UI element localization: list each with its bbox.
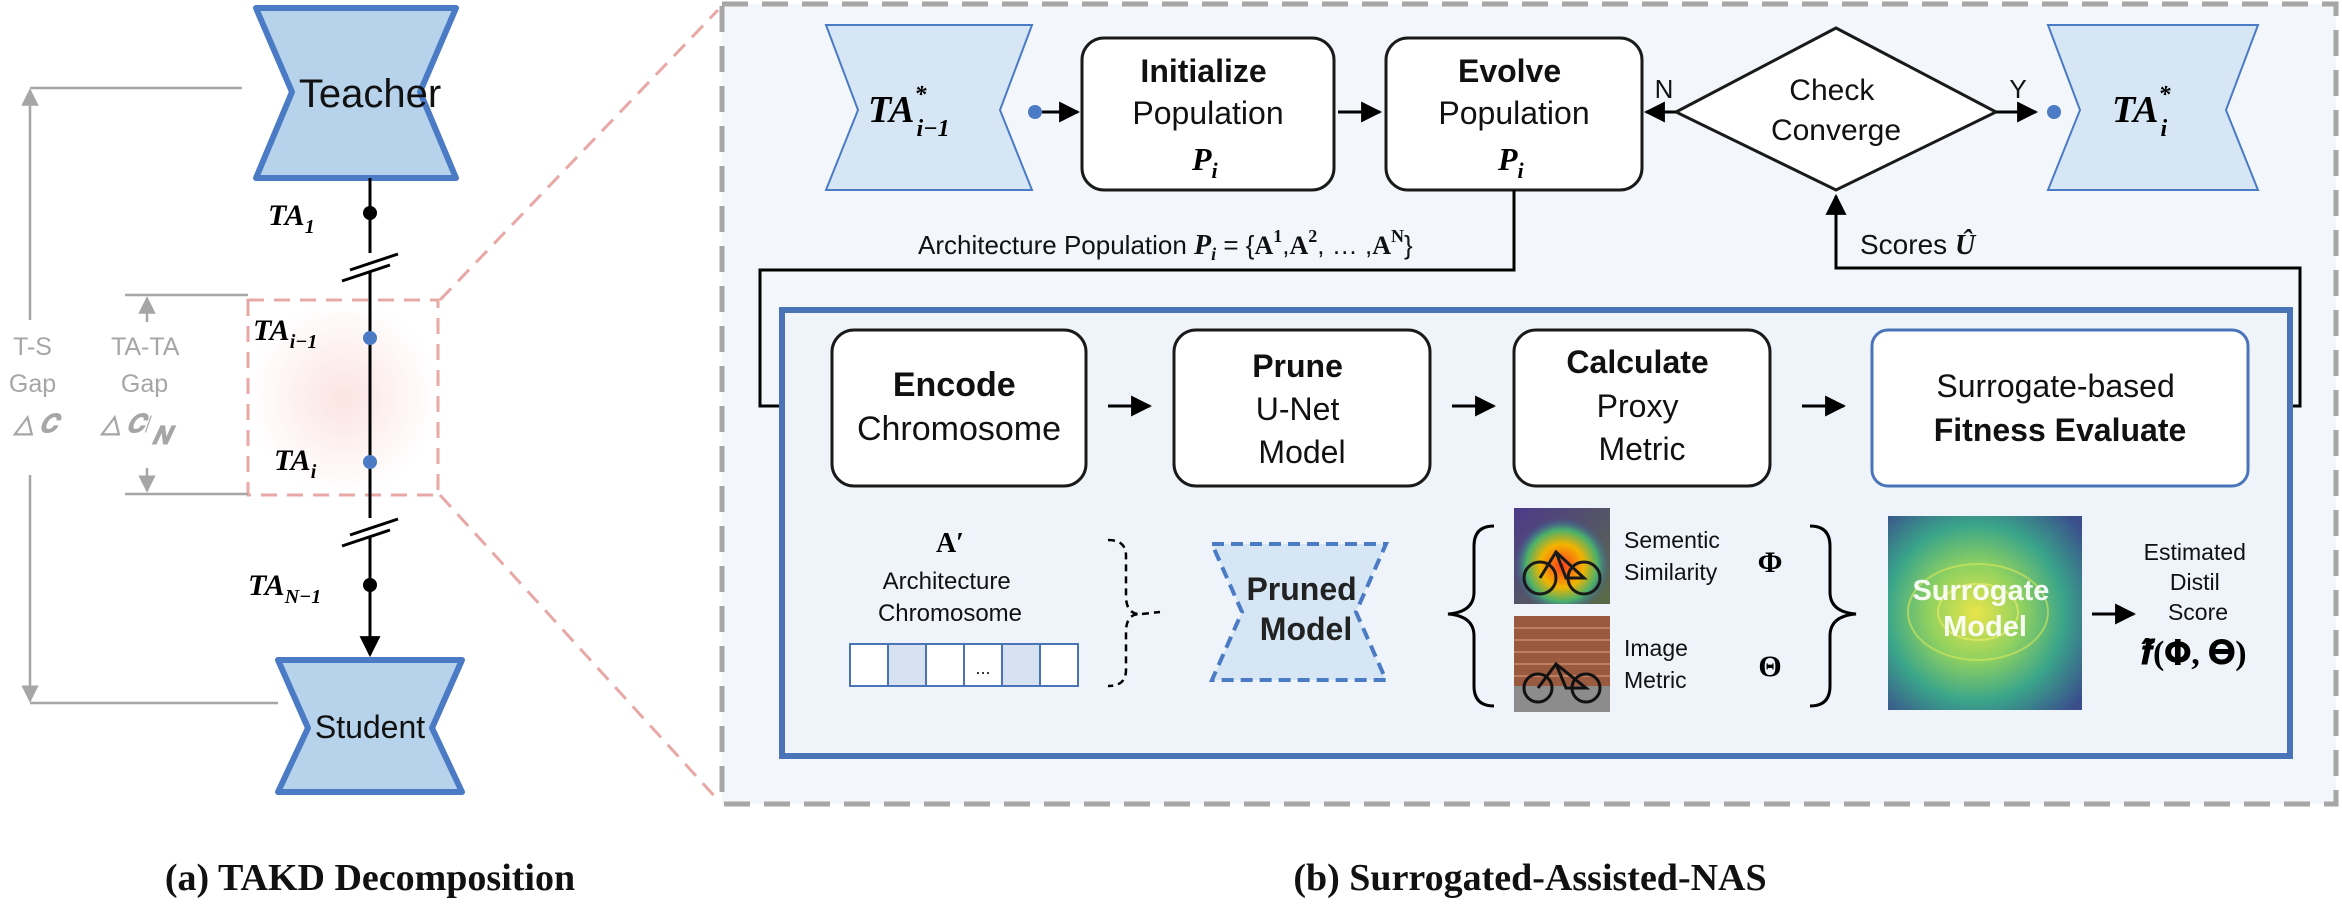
no-label: N [1655, 74, 1674, 104]
svg-text:Initialize Population: Initialize Population [1132, 53, 1283, 131]
ta1-label: TA1 [268, 199, 315, 238]
fitness-evaluate-step-box: Surrogate-based Fitness Evaluate [1870, 328, 2250, 488]
svg-text:...: ... [975, 658, 990, 678]
svg-text:Architecture Chromosom: Architecture Chromosome [878, 568, 1022, 627]
prune-step-box: Prune U-Net Model [1172, 328, 1432, 488]
svg-text:Pi: Pi [1191, 141, 1219, 183]
bicycle-photo-image [1514, 616, 1610, 712]
phi-symbol: Φ [1758, 546, 1783, 579]
svg-text:TA*i−1: TA*i−1 [868, 82, 950, 142]
semantic-similarity-label: Sementic Similarity [1624, 527, 1726, 585]
svg-text:Pruned Model: Pruned Model [1246, 571, 1365, 647]
svg-text:Surrogate-based Fitnes: Surrogate-based Fitness Evaluate [1934, 368, 2187, 448]
surrogate-model-image: Surrogate Model [1888, 516, 2082, 710]
ta-i-node [363, 455, 377, 469]
ta-prev-node [363, 331, 377, 345]
svg-text:Evolve Population: Evolve Population [1438, 53, 1589, 131]
svg-text:Calculate Proxy: Calculate Proxy Metric [1566, 344, 1717, 467]
student-model: Student [275, 657, 465, 795]
architecture-chromosome: A′ Architecture Chromosome ... [849, 528, 1079, 687]
ta1-node [363, 206, 377, 220]
ts-gap-bracket [21, 86, 278, 705]
estimated-score-label: Estimated Distil Score [2144, 539, 2253, 625]
svg-text:TA*i: TA*i [2112, 82, 2171, 142]
calculate-step-box: Calculate Proxy Metric [1512, 328, 1772, 488]
check-converge-diamond: Check Converge [1672, 26, 2000, 192]
teacher-model: Teacher [253, 5, 459, 181]
zoom-line-bottom [438, 493, 720, 802]
metric-brace-left [1447, 524, 1495, 708]
svg-text:Prune U-Net Mo: Prune U-Net Model [1252, 348, 1352, 470]
svg-text:Surrogate Model: Surrogate Model [1912, 575, 2057, 643]
population-flow-line [758, 190, 1516, 417]
ta-gap-label: TA-TA Gap △ 𝑪/𝑵 [99, 333, 185, 450]
ta-output-model: TA*i [2046, 24, 2260, 191]
yes-label: Y [2009, 74, 2026, 104]
svg-text:Pi: Pi [1497, 141, 1525, 183]
ta-last-node [363, 578, 377, 592]
theta-symbol: Θ [1758, 650, 1781, 683]
zoom-line-top [438, 8, 720, 302]
ta-prev-label: TAi−1 [253, 314, 317, 353]
architecture-population-label: Architecture Population Pi = {A1,A2, … ,… [918, 226, 1413, 264]
ta-last-label: TAN−1 [248, 569, 321, 608]
score-formula: 𝒇̂(𝚽, 𝚯) [2141, 635, 2247, 672]
scores-label: Scores Û [1860, 229, 1977, 261]
student-label: Student [315, 709, 425, 745]
nas-panel: TA*i−1 Initialize Population Pi Evolve P… [719, 1, 2339, 899]
initialize-population-box: Initialize Population Pi [1080, 36, 1336, 192]
teacher-label: Teacher [299, 72, 441, 116]
caption-b: (b) Surrogated-Assisted-NAS [1293, 857, 1766, 899]
encode-step-box: Encode Chromosome [830, 328, 1088, 488]
evolve-population-box: Evolve Population Pi [1384, 36, 1644, 192]
svg-text:A′: A′ [936, 528, 964, 559]
caption-a: (a) TAKD Decomposition [165, 857, 575, 899]
pruned-model: Pruned Model [1208, 542, 1390, 682]
svg-text:Encode Chromosome: Encode Chromosome [857, 366, 1061, 448]
svg-text:Check Converge: Check Converge [1771, 74, 1901, 147]
ta-input-model: TA*i−1 [824, 24, 1042, 191]
ta-i-label: TAi [274, 444, 317, 483]
image-metric-label: Image Metric [1624, 635, 1694, 693]
takd-panel: T-S Gap △ 𝑪 TA-TA Gap △ 𝑪/𝑵 Teacher [9, 5, 720, 899]
bicycle-heatmap-image [1514, 508, 1610, 604]
brace-link [1141, 610, 1161, 616]
ta-highlight-box [246, 298, 440, 497]
metric-brace-right [1809, 524, 1857, 708]
ts-gap-label: T-S Gap △ 𝑪 [9, 333, 63, 438]
